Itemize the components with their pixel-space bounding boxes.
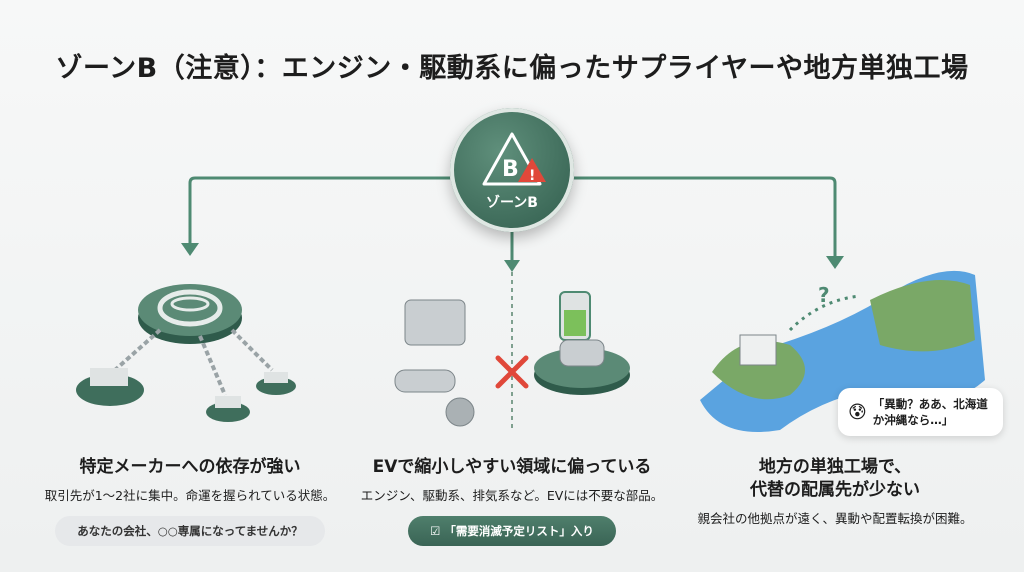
warning-icon: !: [529, 168, 535, 184]
page-title: ゾーンB（注意）：エンジン・駆動系に偏ったサプライヤーや地方単独工場: [55, 53, 969, 84]
column-regional-plant: 地方の単独工場で、 代替の配属先が少ない 親会社の他拠点が遠く、異動や配置転換が…: [670, 456, 1000, 527]
column-sub: 親会社の他拠点が遠く、異動や配置転換が困難。: [697, 511, 973, 526]
question-pill: あなたの会社、○○専属になってませんか？: [55, 516, 325, 546]
checkbox-icon: ☑: [430, 524, 445, 538]
toyota-hub-illustration: [76, 284, 296, 422]
column-heading: 特定メーカーへの依存が強い: [79, 457, 301, 477]
hub-label: ゾーンB: [486, 195, 538, 211]
zone-b-hub: B ! ゾーンB: [450, 108, 574, 232]
column-dependence: 特定メーカーへの依存が強い 取引先が1〜2社に集中。命運を握られている状態。 あ…: [25, 456, 355, 546]
column-sub: エンジン、駆動系、排気系など。EVには不要な部品。: [360, 488, 664, 503]
column-sub: 取引先が1〜2社に集中。命運を握られている状態。: [44, 488, 336, 503]
speech-bubble: 😰 「異動？ああ、北海道か沖縄なら…」: [838, 388, 1003, 436]
svg-text:B: B: [502, 157, 519, 182]
column-heading-line2: 代替の配属先が少ない: [750, 480, 920, 500]
anxious-face-icon: 😰: [848, 401, 867, 423]
column-heading-line1: 地方の単独工場で、: [758, 457, 912, 477]
triangle-b-icon: B !: [482, 132, 546, 186]
demand-list-pill: ☑ 「需要消滅予定リスト」入り: [408, 516, 616, 546]
column-heading: EVで縮小しやすい領域に偏っている: [372, 457, 652, 477]
question-mark: ?: [818, 283, 830, 307]
engine-vs-ev-illustration: [394, 272, 630, 430]
column-ev-risk: EVで縮小しやすい領域に偏っている エンジン、駆動系、排気系など。EVには不要な…: [347, 456, 677, 546]
